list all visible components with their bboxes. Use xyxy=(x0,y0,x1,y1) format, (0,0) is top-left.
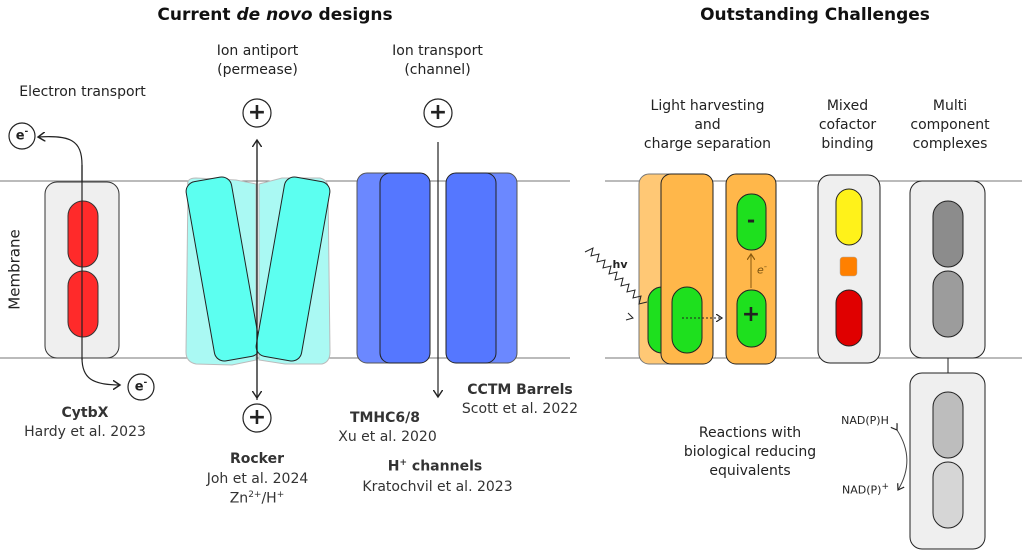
electron-icon-bottom xyxy=(127,373,155,401)
electron-path-arrow xyxy=(38,137,83,182)
channel-protein xyxy=(356,172,518,364)
ion-icon-bottom-antiport xyxy=(242,403,272,433)
mixed-cofactor-protein xyxy=(817,174,881,364)
title-current-designs: Current de novo designs xyxy=(157,5,393,25)
cctm-name: CCTM Barrels xyxy=(467,382,573,398)
h-channels-ref: Kratochvil et al. 2023 xyxy=(362,479,513,495)
tmhc-ref: Xu et al. 2020 xyxy=(338,429,437,445)
minus-charge: - xyxy=(746,208,756,232)
cctm-ref: Scott et al. 2022 xyxy=(461,401,579,417)
h-channels-name: H+ channels xyxy=(387,458,483,475)
plus-ion-top-channel: + xyxy=(428,100,448,125)
rocker-protein xyxy=(185,176,331,366)
ion-icon-top-antiport xyxy=(242,98,272,128)
electron-label-top: e- xyxy=(15,127,29,144)
cytbx-ref: Hardy et al. 2023 xyxy=(24,424,146,440)
photon-wave-icon xyxy=(584,247,648,305)
title-outstanding-challenges: Outstanding Challenges xyxy=(700,5,930,25)
multi-component-complex xyxy=(909,180,986,550)
electron-icon-top xyxy=(8,122,36,150)
rocker-ref: Joh et al. 2024 xyxy=(206,471,309,487)
label-ion-transport: Ion transport(channel) xyxy=(392,43,483,78)
nadph-reaction-arrow xyxy=(897,430,908,490)
ion-icon-top-channel xyxy=(423,98,453,128)
membrane-label: Membrane xyxy=(5,229,24,310)
nadp-label: NAD(P)+ xyxy=(842,482,889,497)
electron-label-bottom: e- xyxy=(134,378,148,395)
photon-label: hv xyxy=(612,258,628,271)
electron-transfer-label: e- xyxy=(756,262,768,277)
plus-ion-top-antiport: + xyxy=(247,100,267,125)
rocker-ions: Zn2+/H+ xyxy=(229,490,285,507)
label-electron-transport: Electron transport xyxy=(19,84,146,100)
nadph-label: NAD(P)H xyxy=(841,414,889,427)
cytbx-name: CytbX xyxy=(61,405,109,421)
plus-ion-bottom-antiport: + xyxy=(247,405,267,430)
label-ion-antiport: Ion antiport(permease) xyxy=(216,43,299,78)
tmhc-name: TMHC6/8 xyxy=(349,410,421,426)
rocker-name: Rocker xyxy=(229,451,285,467)
plus-charge: + xyxy=(741,302,761,327)
